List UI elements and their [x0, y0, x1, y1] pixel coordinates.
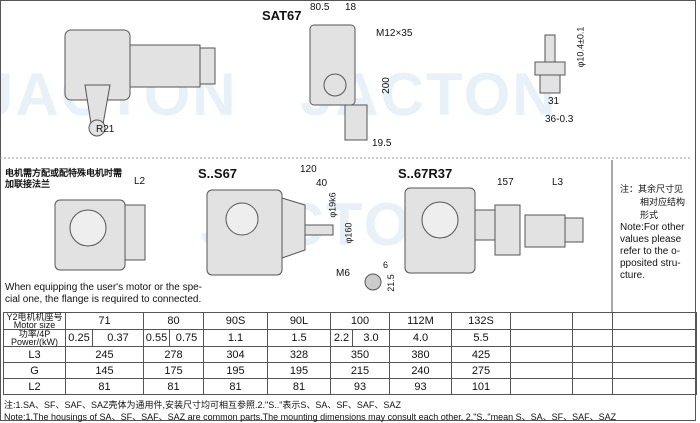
table-cell: 175 [143, 362, 204, 379]
table-cell: 90S [203, 312, 268, 330]
note-en: Note:1.The housings of SA、SF、SAF、SAZ are… [4, 412, 617, 422]
table-cell: 245 [65, 346, 144, 363]
table-cell: 215 [330, 362, 390, 379]
row-header: L3 [3, 346, 66, 363]
table-cell: 90L [267, 312, 331, 330]
table-cell: 81 [203, 378, 268, 395]
flange-note-cn-2: 加联接法兰 [5, 179, 51, 189]
dim-label: 80.5 [310, 2, 330, 13]
dim-label: φ10.4±0.1 [575, 26, 586, 68]
dim-label: 19.5 [372, 138, 392, 149]
dim-label: L2 [134, 176, 146, 187]
side-note-line: cture. [620, 270, 646, 281]
table-cell: 0.25 [65, 329, 93, 347]
dim-label: 120 [300, 164, 317, 175]
row-header: G [3, 362, 66, 379]
note-cn: 注:1.SA、SF、SAF、SAZ壳体为通用件,安装尺寸均可相互参照.2."S.… [4, 400, 401, 410]
side-note-line: 形式 [640, 210, 659, 220]
table-cell: 4.0 [389, 329, 452, 347]
dim-label: 31 [548, 96, 560, 107]
table-cell: 5.5 [451, 329, 511, 347]
side-note-line: pposited stru- [620, 258, 681, 269]
flange-note-cn: 电机需方配或配特殊电机时需 [5, 168, 123, 178]
table-cell: 0.37 [92, 329, 144, 347]
dim-label: 200 [380, 77, 392, 94]
table-cell: 93 [389, 378, 452, 395]
table-cell: 1.5 [267, 329, 331, 347]
table-cell: 240 [389, 362, 452, 379]
side-note: 注：其余尺寸见 相对应结构 形式 Note:For other values p… [620, 183, 685, 282]
table-cell: 380 [389, 346, 452, 363]
side-note-line: refer to the o- [620, 246, 681, 257]
table-cell: 93 [330, 378, 390, 395]
table-cell: 80 [143, 312, 204, 330]
dim-label: 21.5 [385, 274, 396, 292]
side-note-line: 注：其余尺寸见 [620, 184, 684, 194]
table-cell: 100 [330, 312, 390, 330]
sat67-title: SAT67 [262, 8, 302, 23]
table-cell: 101 [451, 378, 511, 395]
dim-label: 6 [383, 260, 389, 270]
table-cell: 328 [267, 346, 331, 363]
ss67-title: S..S67 [198, 166, 238, 181]
table-cell: 81 [267, 378, 331, 395]
table-cell: 145 [65, 362, 144, 379]
ss67-drawing [206, 189, 382, 291]
table-cell: 81 [143, 378, 204, 395]
s67r37-drawing [404, 187, 584, 274]
dim-label: 157 [497, 177, 514, 188]
table-cell: 112M [389, 312, 452, 330]
side-note-line: values please [620, 234, 682, 245]
dim-label: M6 [336, 268, 350, 279]
table-cell: 195 [203, 362, 268, 379]
table-cell: 304 [203, 346, 268, 363]
table-cell: 278 [143, 346, 204, 363]
dim-label: 36-0.3 [545, 114, 574, 125]
dim-label: R21 [96, 124, 115, 135]
side-note-line: 相对应结构 [640, 197, 686, 207]
table-cell: 3.0 [352, 329, 390, 347]
side-note-line: Note:For other [620, 222, 685, 233]
table-cell: 132S [451, 312, 511, 330]
s67r37-title: S..67R37 [398, 166, 453, 181]
table-cell: 71 [65, 312, 144, 330]
dim-label: M12×35 [376, 28, 413, 39]
table-cell: 0.55 [143, 329, 170, 347]
table-cell: 275 [451, 362, 511, 379]
table-cell: 195 [267, 362, 331, 379]
table-cell: 81 [65, 378, 144, 395]
flange-note-en: cial one, the flange is required to conn… [5, 294, 202, 305]
dim-label: 18 [345, 2, 357, 13]
table-cell: 350 [330, 346, 390, 363]
table-cell: 1.1 [203, 329, 268, 347]
dim-label: φ19k6 [327, 192, 338, 218]
flange-drawing [54, 199, 146, 271]
row-header: L2 [3, 378, 66, 395]
table-cell: 2.2 [330, 329, 353, 347]
flange-note-en: When equipping the user's motor or the s… [5, 282, 203, 293]
dim-label: φ160 [343, 222, 354, 244]
table-cell: 0.75 [169, 329, 204, 347]
dim-label: L3 [552, 177, 564, 188]
dim-label: 40 [316, 178, 328, 189]
table-cell: 425 [451, 346, 511, 363]
sat67-drawing [64, 24, 566, 141]
